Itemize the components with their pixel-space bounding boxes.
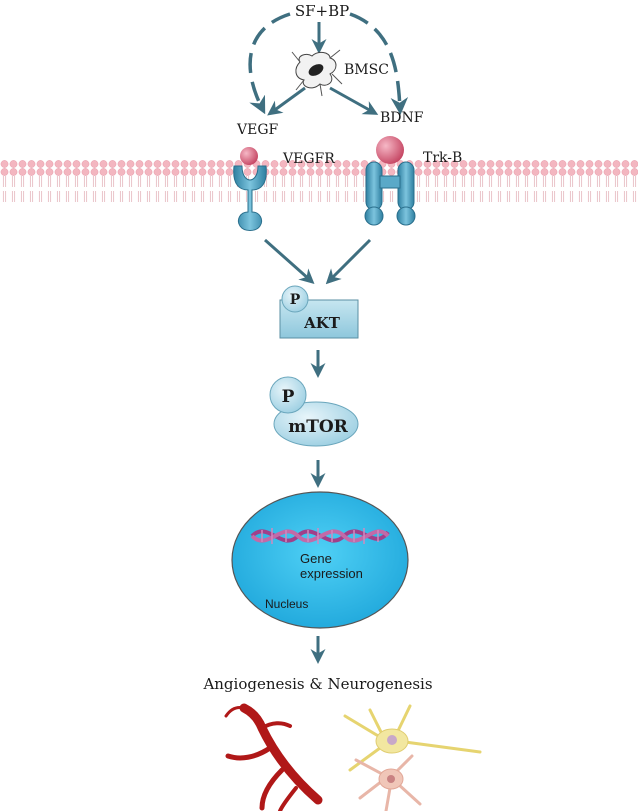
expression-label: expression	[300, 566, 363, 581]
gene-label: Gene	[300, 551, 332, 566]
akt-label: AKT	[303, 314, 341, 332]
dna-helix-icon	[250, 528, 390, 544]
mtor-p-label: P	[282, 387, 295, 407]
bdnf-label: BDNF	[380, 110, 424, 126]
arrow-bmsc-to-bdnf	[329, 86, 379, 115]
neuron-icon	[343, 704, 482, 811]
akt-node	[279, 285, 359, 339]
bdnf-ligand	[376, 136, 404, 164]
stem-cell-icon	[291, 49, 343, 97]
nucleus-label: Nucleus	[265, 597, 308, 611]
vegfr-receptor	[233, 147, 267, 231]
outcome-label: Angiogenesis & Neurogenesis	[202, 675, 432, 693]
nucleus	[231, 491, 409, 629]
trkb-label: Trk-B	[423, 150, 462, 166]
trkb-receptor	[364, 136, 416, 226]
mtor-label: mTOR	[288, 417, 348, 437]
arrow-vegfr-to-akt	[264, 238, 315, 284]
vegf-ligand	[240, 147, 258, 165]
blood-vessel-icon	[224, 703, 323, 811]
akt-phospho	[281, 285, 309, 313]
arrow-trkb-to-akt	[325, 238, 372, 285]
mtor-phospho	[269, 376, 307, 414]
bmsc-label: BMSC	[344, 62, 389, 78]
dashed-arrow-sfbp-to-vegf	[248, 12, 291, 115]
sf-bp-label: SF+BP	[295, 2, 349, 20]
dashed-arrow-sfbp-to-bdnf	[349, 12, 409, 115]
vegf-label: VEGF	[236, 122, 279, 138]
top-arrows	[248, 12, 409, 116]
vegfr-label: VEGFR	[282, 151, 335, 167]
arrow-bmsc-to-vegf	[267, 86, 306, 116]
mtor-node	[269, 376, 359, 447]
cell-membrane	[0, 160, 638, 202]
akt-p-label: P	[290, 292, 301, 308]
